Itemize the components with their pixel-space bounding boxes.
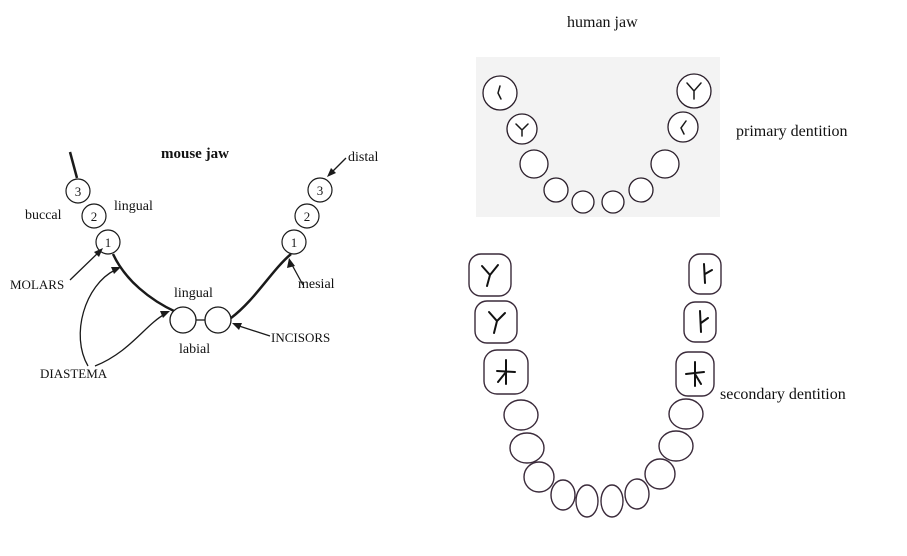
primary-lateral-left <box>544 178 568 202</box>
incisors-arrow-head <box>232 323 242 330</box>
secondary-premolar1-right <box>659 431 693 461</box>
buccal-label: buccal <box>25 208 62 224</box>
secondary-premolar2-right <box>669 399 703 429</box>
molar-number-right-2: 2 <box>304 209 311 224</box>
human-primary-dentition <box>476 57 720 217</box>
molar-number-left-1: 1 <box>105 235 112 250</box>
diastema-arrow-upper-head <box>111 267 121 274</box>
secondary-dentition-label: secondary dentition <box>720 386 846 404</box>
primary-molar-right-1 <box>668 112 698 142</box>
secondary-premolar1-left <box>510 433 544 463</box>
incisors-label: INCISORS <box>271 330 330 346</box>
mouse-incisor-right <box>205 307 231 333</box>
lingual-molar-label: lingual <box>114 199 153 215</box>
mouse-jaw-left-arch <box>113 254 176 312</box>
mesial-arrow-head <box>287 258 295 268</box>
secondary-premolar2-left <box>504 400 538 430</box>
molar-number-right-3: 3 <box>317 183 324 198</box>
labial-label: labial <box>179 342 210 358</box>
secondary-canine-right <box>645 459 675 489</box>
mouse-jaw-title: mouse jaw <box>161 146 229 163</box>
molar-number-left-2: 2 <box>91 209 98 224</box>
human-jaw-title: human jaw <box>567 14 638 32</box>
molar-number-left-3: 3 <box>75 184 82 199</box>
diastema-arrow-lower <box>95 314 165 366</box>
primary-molar-left-2 <box>483 76 517 110</box>
secondary-canine-left <box>524 462 554 492</box>
diastema-arrow-upper <box>80 270 115 366</box>
secondary-central-right <box>601 485 623 517</box>
mouse-incisor-left <box>170 307 196 333</box>
primary-canine-left <box>520 150 548 178</box>
secondary-lateral-right <box>625 479 649 509</box>
primary-central-left <box>572 191 594 213</box>
molars-arrow <box>70 251 100 280</box>
mesial-label: mesial <box>298 277 335 293</box>
molars-label: MOLARS <box>10 277 64 293</box>
diastema-label: DIASTEMA <box>40 366 107 382</box>
primary-lateral-right <box>629 178 653 202</box>
mouse-jaw-left-distal-line <box>70 152 77 178</box>
human-secondary-dentition <box>469 254 721 517</box>
primary-canine-right <box>651 150 679 178</box>
mouse-jaw-right-arch <box>231 254 291 318</box>
secondary-central-left <box>576 485 598 517</box>
secondary-lateral-left <box>551 480 575 510</box>
incisors-arrow <box>236 325 270 336</box>
lingual-incisor-label: lingual <box>174 286 213 302</box>
distal-label: distal <box>348 150 378 166</box>
primary-dentition-label: primary dentition <box>736 123 848 141</box>
molar-number-right-1: 1 <box>291 235 298 250</box>
primary-central-right <box>602 191 624 213</box>
